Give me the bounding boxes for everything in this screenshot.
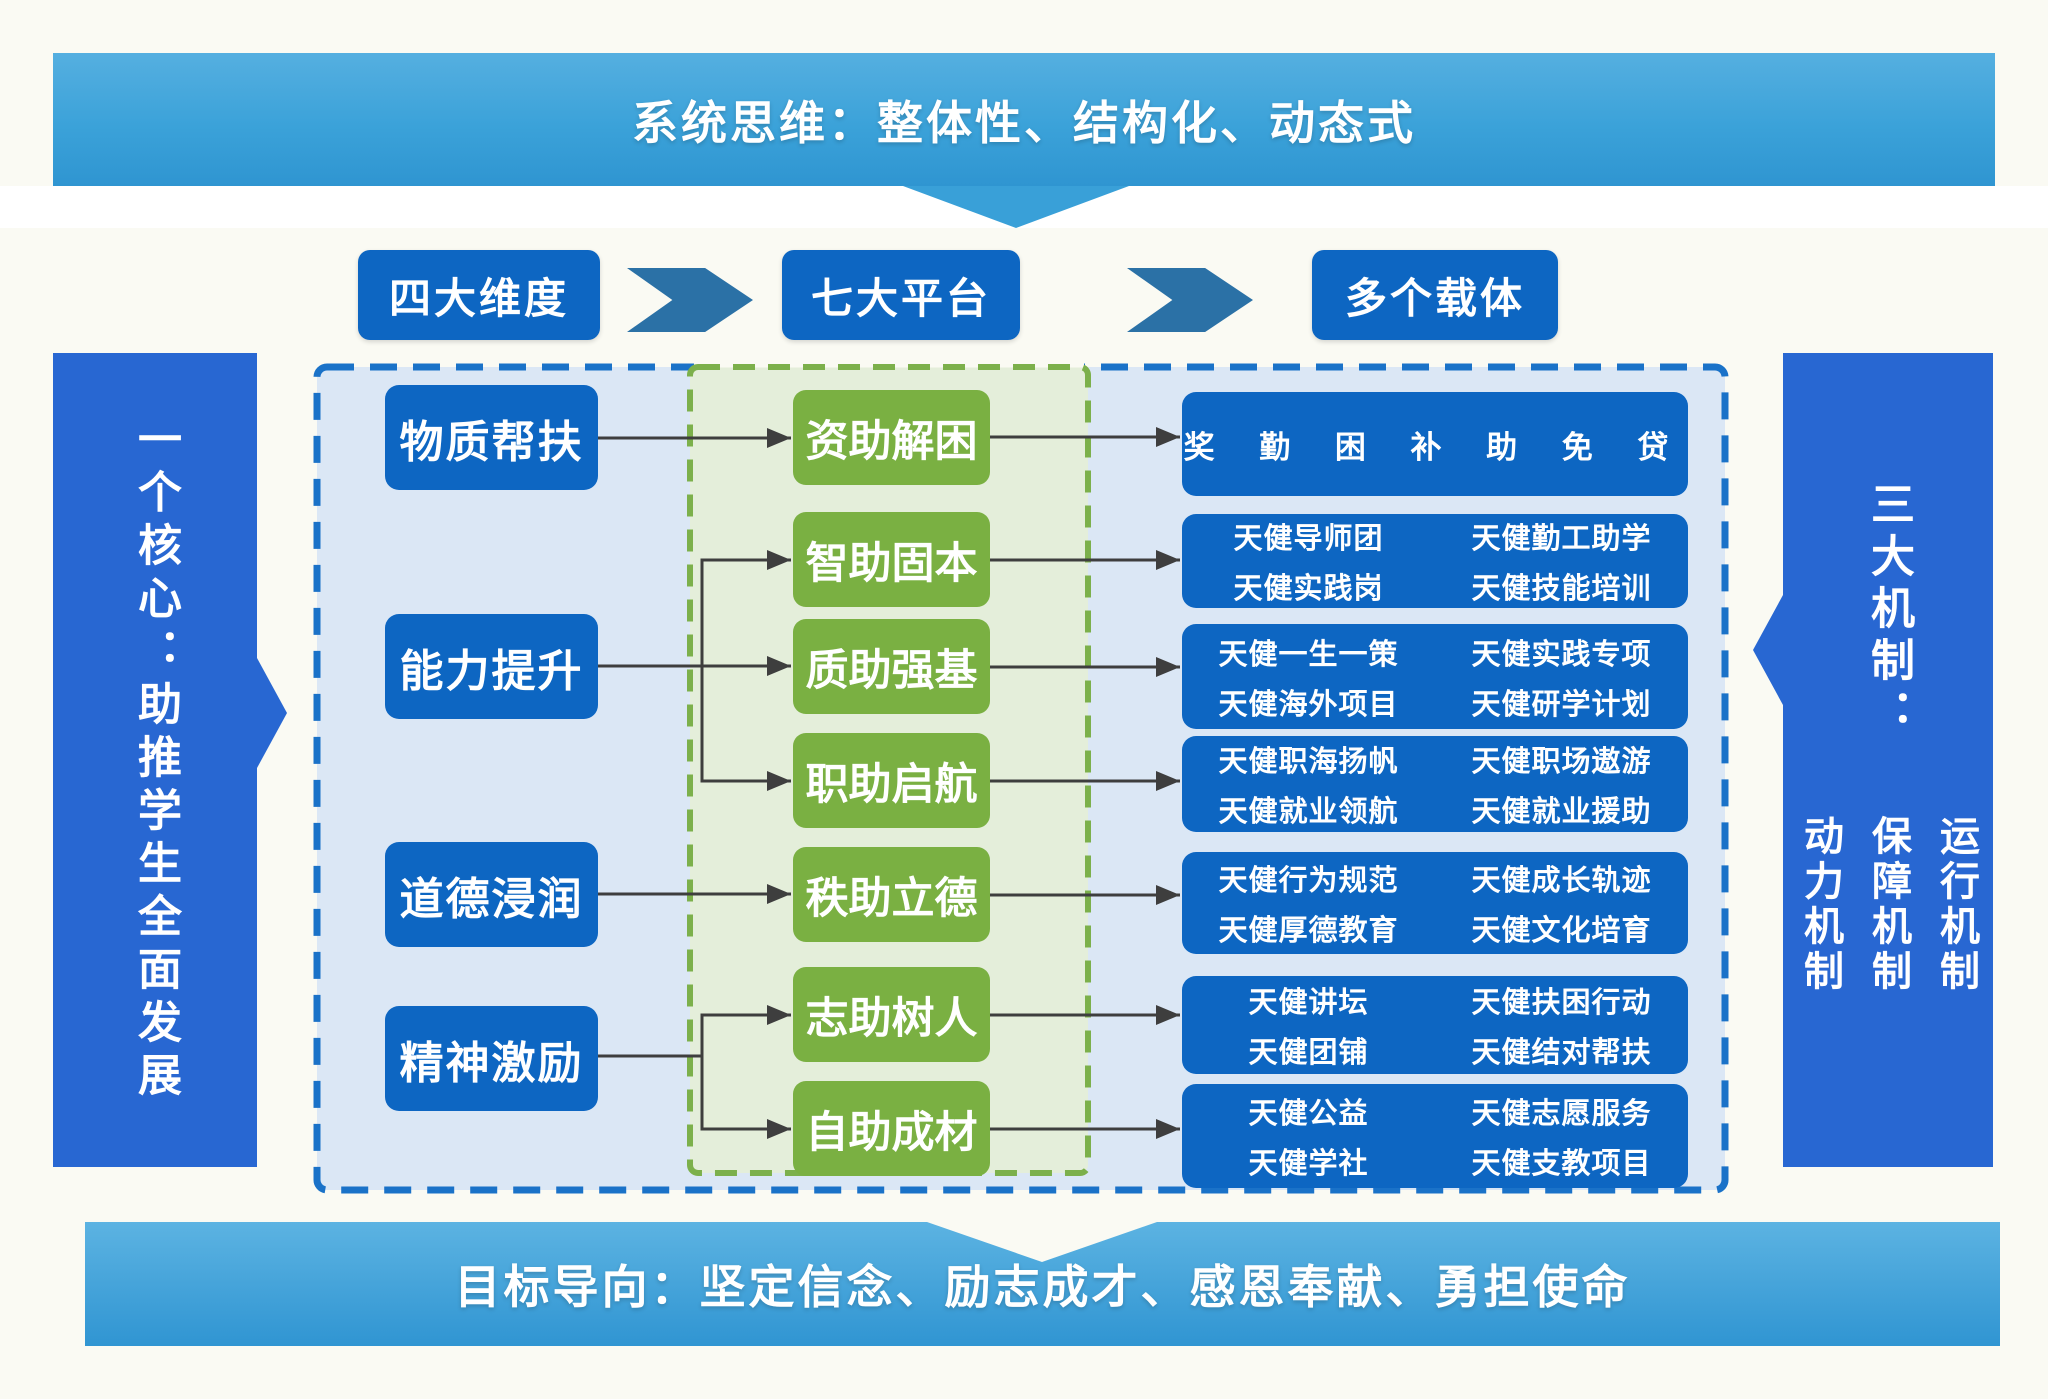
bottom-banner-text: 目标导向：坚定信念、励志成才、感恩奉献、勇担使命 <box>454 1261 1631 1313</box>
down-arrow-icon <box>903 186 1129 228</box>
mechanism-columns: 动力机制 保障机制 运行机制 <box>1791 815 1985 995</box>
top-banner: 系统思维：整体性、结构化、动态式 <box>53 53 1995 186</box>
flow-step-label: 七大平台 <box>810 274 991 322</box>
left-banner-text: 一个核心：助推学生全面发展 <box>131 415 180 1105</box>
right-banner-three-mechanisms: 三大机制： 动力机制 保障机制 运行机制 <box>1783 353 1993 1167</box>
mechanism-column-3: 运行机制 <box>1934 815 1978 995</box>
mechanism-column-2: 保障机制 <box>1866 815 1910 995</box>
left-banner-one-core: 一个核心：助推学生全面发展 <box>53 353 257 1167</box>
flow-step-label: 四大维度 <box>388 274 569 322</box>
right-banner-heading: 三大机制： <box>1864 481 1913 741</box>
flow-step-seven-platforms: 七大平台 <box>782 250 1020 340</box>
left-pointer-icon <box>1753 595 1783 705</box>
mechanism-column-1: 动力机制 <box>1798 815 1842 995</box>
right-pointer-icon <box>257 658 287 768</box>
flow-step-four-dimensions: 四大维度 <box>358 250 600 340</box>
down-notch-icon <box>927 1222 1157 1262</box>
flow-step-label: 多个载体 <box>1344 274 1525 322</box>
flow-step-multiple-carriers: 多个载体 <box>1312 250 1558 340</box>
top-banner-text: 系统思维：整体性、结构化、动态式 <box>632 96 1416 149</box>
